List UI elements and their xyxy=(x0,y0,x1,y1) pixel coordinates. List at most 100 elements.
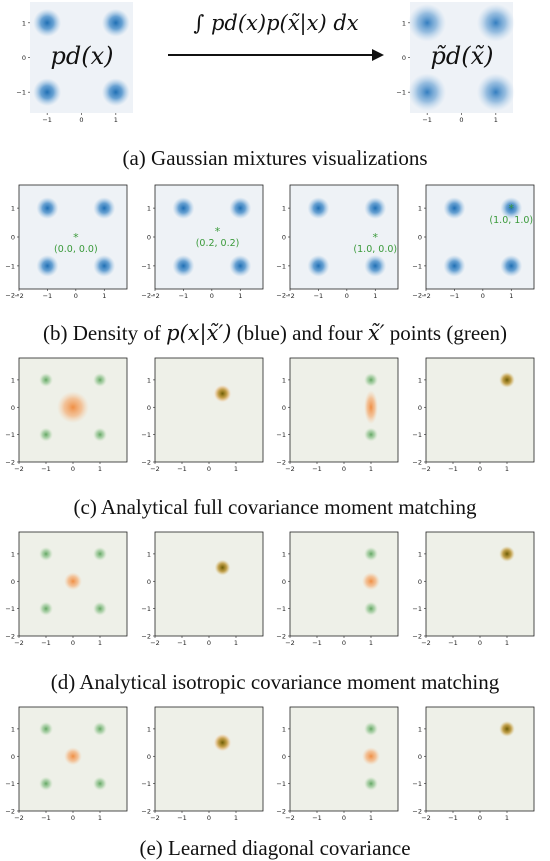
caption-d: (d) Analytical isotropic covariance mome… xyxy=(50,670,500,694)
mixture-component xyxy=(443,254,466,277)
panel-e-1-xtick-label: 0 xyxy=(71,814,75,822)
panel-e-4-bg xyxy=(426,707,534,811)
panel-b-4-ytick-label: −1 xyxy=(412,262,422,270)
panel-b-4-xtick-label: 1 xyxy=(509,292,513,300)
panel-e-1-ytick-label: −2 xyxy=(5,808,15,816)
panel-d-3-ytick-label: −1 xyxy=(276,605,286,613)
panel-e-4-ytick-label: −2 xyxy=(412,808,422,816)
panel-c-4-frame xyxy=(425,357,535,463)
panel-b-1-frame xyxy=(18,184,128,290)
panel-d-2-xtick-label: 1 xyxy=(234,639,238,647)
orange-density xyxy=(362,572,380,591)
panel-d-2-ytick-label: −2 xyxy=(141,633,151,641)
green-density xyxy=(499,545,515,562)
panel-c-1-ytick-label: 0 xyxy=(11,404,15,412)
panel-c-1-ytick-label: 1 xyxy=(11,376,15,384)
panel-c-3-xtick-label: 1 xyxy=(369,465,373,473)
panel-a-right-xtick-label: 1 xyxy=(494,116,498,124)
panel-b-2-ytick-label: −2 xyxy=(141,291,151,299)
panel-c-3-xtick-label: 0 xyxy=(342,465,346,473)
panel-b-3-frame xyxy=(289,184,399,290)
panel-b-4-xtick-label: −2 xyxy=(421,292,431,300)
panel-e-3-bg xyxy=(290,707,398,811)
panel-b-2-ytick-label: 0 xyxy=(147,234,151,242)
panel-e-3-ytick-label: −2 xyxy=(276,808,286,816)
panel-e-2-xtick-label: −1 xyxy=(177,814,187,822)
panel-a-right-ytick-label: 1 xyxy=(402,19,406,27)
green-density xyxy=(499,371,515,388)
panel-d-4-xtick-label: 0 xyxy=(478,639,482,647)
transform-formula: ∫ pd(x)p(x̃|x) dx xyxy=(193,11,358,36)
green-density xyxy=(93,776,107,791)
panel-b-3-ytick-label: −2 xyxy=(276,291,286,299)
caption-e: (e) Learned diagonal covariance xyxy=(139,836,411,860)
panel-e-2-xtick-label: 0 xyxy=(207,814,211,822)
panel-d-4-xtick-label: −2 xyxy=(421,639,431,647)
panel-e-3-ytick-label: 1 xyxy=(282,725,286,733)
point-label: (1.0, 0.0) xyxy=(353,244,397,255)
panel-c-1-ytick-label: −2 xyxy=(5,459,15,467)
mixture-component xyxy=(408,73,447,112)
panel-d-2-xtick-label: 0 xyxy=(207,639,211,647)
panel-c-1-ytick-label: −1 xyxy=(5,431,15,439)
panel-d-1-xtick-label: −2 xyxy=(14,639,24,647)
point-marker: * xyxy=(73,231,79,244)
panel-c-2-ytick-label: −1 xyxy=(141,431,151,439)
panel-e-3-ytick-label: 0 xyxy=(282,753,286,761)
panel-d-3-xtick-label: 1 xyxy=(369,639,373,647)
panel-d-1-ytick-label: 0 xyxy=(11,578,15,586)
panel-e-4-xtick-label: 1 xyxy=(505,814,509,822)
panel-e-1-frame xyxy=(18,706,128,812)
panel-a-right-xtick-label: −1 xyxy=(422,116,432,124)
panel-b-2-xtick-label: −2 xyxy=(150,292,160,300)
panel-e-2-xtick-label: 1 xyxy=(234,814,238,822)
mixture-component xyxy=(172,197,195,220)
orange-density xyxy=(362,747,380,766)
mixture-component xyxy=(476,73,515,112)
panel-c-3-bg xyxy=(290,358,398,462)
panel-d-3-ytick-label: −2 xyxy=(276,633,286,641)
point-label: (0.0, 0.0) xyxy=(54,244,98,255)
panel-a-left-ytick-label: 1 xyxy=(22,19,26,27)
panel-b-4-frame xyxy=(425,184,535,290)
mixture-component xyxy=(172,254,195,277)
panel-c-4-xtick-label: 0 xyxy=(478,465,482,473)
panel-e-3-xtick-label: −1 xyxy=(312,814,322,822)
panel-e-2-ytick-label: 1 xyxy=(147,725,151,733)
mixture-component xyxy=(307,254,330,277)
green-density xyxy=(364,546,378,561)
panel-e-4-ytick-label: −1 xyxy=(412,780,422,788)
panel-d-3-xtick-label: 0 xyxy=(342,639,346,647)
panel-c-1-xtick-label: 1 xyxy=(98,465,102,473)
mixture-component xyxy=(101,78,130,107)
panel-d-2-bg xyxy=(155,532,263,636)
panel-d-1-xtick-label: 1 xyxy=(98,639,102,647)
orange-density xyxy=(364,390,378,425)
panel-a-right-xtick-label: 0 xyxy=(459,116,463,124)
panel-c-4-bg xyxy=(426,358,534,462)
panel-b-4-xtick-label: −1 xyxy=(450,292,460,300)
panel-c-4-ytick-label: −1 xyxy=(412,431,422,439)
panel-c-1-xtick-label: −1 xyxy=(41,465,51,473)
panel-d-1-frame xyxy=(18,531,128,637)
panel-b-3-xtick-label: 0 xyxy=(345,292,349,300)
panel-e-1-xtick-label: −2 xyxy=(14,814,24,822)
panel-e-2-ytick-label: −2 xyxy=(141,808,151,816)
panel-c-3-frame xyxy=(289,357,399,463)
panel-a-left-xtick-label: −1 xyxy=(42,116,52,124)
mixture-component xyxy=(36,254,59,277)
green-density xyxy=(364,601,378,616)
panel-a-right-ytick-label: −1 xyxy=(396,89,406,97)
panel-c-3-ytick-label: 1 xyxy=(282,376,286,384)
